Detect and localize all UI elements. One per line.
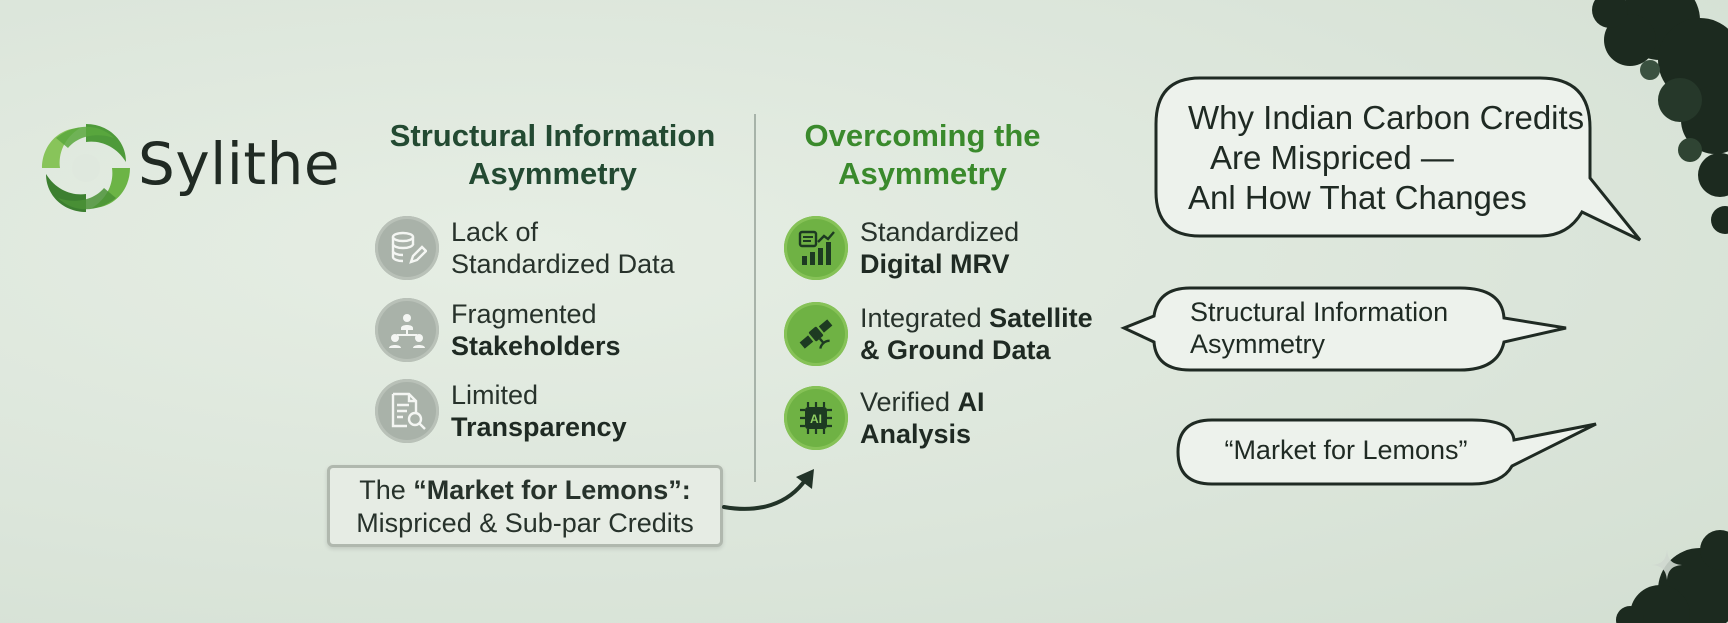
main-bubble-line3: Anl How That Changes [1188, 179, 1527, 216]
speech-bubble-main [1154, 76, 1642, 242]
market-for-lemons-box: The “Market for Lemons”: Mispriced & Sub… [327, 465, 723, 547]
middle-bubble-line1: Structural Information [1190, 297, 1449, 327]
swirl-logo-icon [42, 124, 130, 212]
ai-chip-icon: AI [784, 386, 848, 450]
right-title-line1: Overcoming the [804, 118, 1041, 153]
speech-bubble-bottom [1176, 418, 1597, 486]
right-item-satellite-line1-bold: Satellite [989, 303, 1093, 333]
middle-bubble-text: Structural Information Asymmetry [1190, 296, 1530, 360]
bottom-bubble-text: “Market for Lemons” [1224, 435, 1468, 465]
right-column-title: Overcoming the Asymmetry [770, 117, 1075, 193]
left-item-data-line2: Standardized Data [451, 249, 675, 279]
right-item-satellite-line1: Integrated [860, 303, 990, 333]
right-item-mrv: Standardized Digital MRV [784, 216, 1019, 280]
left-title-line1: Structural Information [389, 118, 716, 153]
growth-chart-icon [784, 216, 848, 280]
lemons-line2: Mispriced & Sub-par Credits [356, 508, 694, 538]
right-title-line2: Asymmetry [838, 156, 1007, 191]
left-item-data-line1: Lack of [451, 217, 539, 247]
document-search-icon [375, 379, 439, 443]
sparkle-icon [1652, 550, 1682, 580]
right-item-ai-line1-bold: AI [957, 387, 985, 417]
speech-bubble-middle [1120, 286, 1567, 372]
main-bubble-text: Why Indian Carbon Credits Are Mispriced … [1188, 98, 1608, 218]
left-item-stakeholders-bold: Stakeholders [451, 331, 621, 361]
main-bubble-line1: Why Indian Carbon Credits [1188, 99, 1585, 136]
right-item-ai-bold: Analysis [860, 419, 972, 449]
curved-arrow-icon [722, 469, 814, 511]
lemons-prefix: The [359, 475, 414, 505]
left-item-transparency-line1: Limited [451, 380, 539, 410]
left-column-title: Structural Information Asymmetry [370, 117, 735, 193]
database-edit-icon [375, 216, 439, 280]
left-title-line2: Asymmetry [468, 156, 637, 191]
left-item-transparency: Limited Transparency [375, 379, 627, 443]
right-item-ai-line1: Verified [860, 387, 958, 417]
column-divider [754, 114, 756, 482]
middle-bubble-line2: Asymmetry [1190, 329, 1325, 359]
lemons-bold: “Market for Lemons”: [413, 475, 691, 505]
left-item-transparency-bold: Transparency [451, 412, 627, 442]
logo: Sylithe [36, 118, 346, 218]
stakeholders-icon [375, 298, 439, 362]
right-item-mrv-bold: Digital MRV [860, 249, 1010, 279]
right-item-ai: AI Verified AI Analysis [784, 386, 985, 450]
left-item-stakeholders: Fragmented Stakeholders [375, 298, 621, 362]
logo-wordmark: Sylithe [138, 130, 341, 198]
main-bubble-line2: Are Mispriced — [1210, 139, 1454, 176]
satellite-icon [784, 302, 848, 366]
left-item-stakeholders-line1: Fragmented [451, 299, 597, 329]
ai-chip-label: AI [810, 412, 822, 426]
right-item-satellite: Integrated Satellite & Ground Data [784, 302, 1093, 366]
right-item-mrv-line1: Standardized [860, 217, 1020, 247]
right-item-satellite-bold: & Ground Data [860, 335, 1051, 365]
left-item-data: Lack of Standardized Data [375, 216, 675, 280]
